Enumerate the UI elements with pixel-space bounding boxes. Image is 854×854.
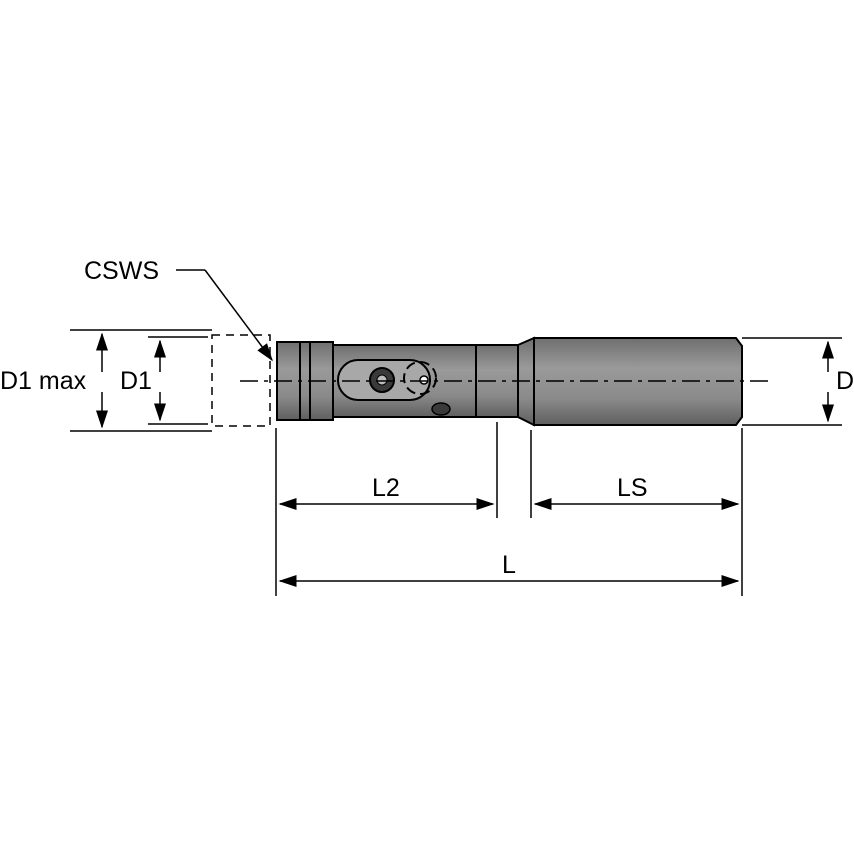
label-l2: L2 (372, 474, 400, 502)
pin-circle (403, 361, 437, 395)
label-d: D (836, 367, 854, 395)
label-csws: CSWS (84, 257, 159, 285)
label-d1: D1 (120, 367, 152, 395)
label-ls: LS (617, 474, 648, 502)
coolant-hole (431, 402, 451, 416)
label-d1-max: D1 max (0, 367, 87, 395)
insert-outline (211, 334, 271, 427)
csws-leader (204, 269, 273, 362)
label-l: L (502, 551, 516, 579)
